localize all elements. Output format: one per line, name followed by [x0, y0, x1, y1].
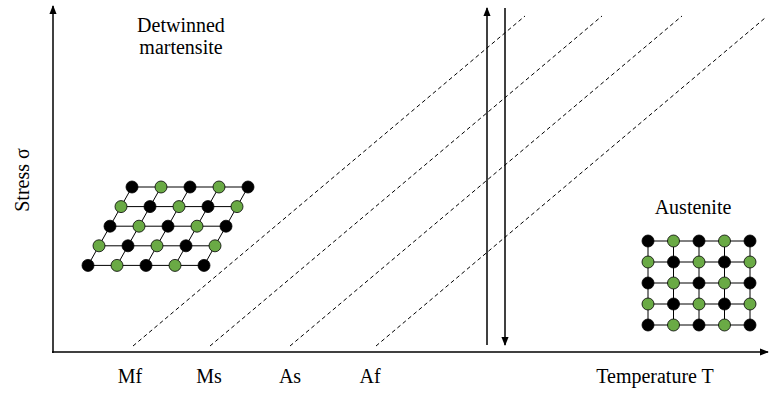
axis-label: Temperature T	[596, 365, 714, 387]
atom	[642, 256, 654, 268]
atom	[719, 235, 731, 247]
atom	[693, 277, 705, 289]
atom	[231, 201, 243, 213]
atom	[184, 181, 196, 193]
temperature-mark: Af	[359, 365, 380, 387]
mf-line	[133, 16, 525, 346]
atom	[213, 181, 225, 193]
transition-lines	[133, 16, 765, 346]
atom	[155, 181, 167, 193]
atom	[144, 201, 156, 213]
atom	[668, 277, 680, 289]
as-line	[290, 16, 682, 346]
atom	[719, 319, 731, 331]
atom	[642, 235, 654, 247]
atom	[668, 235, 680, 247]
atom	[111, 259, 123, 271]
atom	[693, 256, 705, 268]
atom	[191, 220, 203, 232]
atom	[744, 319, 756, 331]
atom	[744, 277, 756, 289]
atom	[104, 220, 116, 232]
atom	[133, 220, 145, 232]
temperature-mark: Ms	[196, 365, 222, 387]
unloading-arrow	[504, 8, 506, 345]
atom	[719, 298, 731, 310]
atom	[209, 240, 221, 252]
atom	[719, 256, 731, 268]
lattice-bond	[175, 187, 219, 265]
lattice-bond	[146, 187, 190, 265]
atom	[242, 181, 254, 193]
atom	[202, 201, 214, 213]
temperature-axis	[52, 351, 768, 353]
atom	[668, 319, 680, 331]
atom	[693, 235, 705, 247]
temperature-mark: As	[279, 365, 301, 387]
atom	[198, 259, 210, 271]
atom	[162, 220, 174, 232]
atom	[126, 181, 138, 193]
atom	[744, 256, 756, 268]
atom	[719, 277, 731, 289]
atom	[122, 240, 134, 252]
lattice-bond	[204, 187, 248, 265]
atom	[151, 240, 163, 252]
atom	[744, 298, 756, 310]
temperature-mark: Mf	[118, 365, 142, 387]
ms-line	[210, 16, 602, 346]
atom	[180, 240, 192, 252]
atom	[140, 259, 152, 271]
stress-axis	[52, 6, 54, 353]
atom	[642, 298, 654, 310]
atom	[668, 298, 680, 310]
austenite-lattice	[642, 235, 756, 331]
atom	[693, 319, 705, 331]
axis-label: Stress σ	[11, 148, 33, 212]
af-line	[376, 18, 765, 346]
atom	[668, 256, 680, 268]
atom	[82, 259, 94, 271]
martensite-lattice	[82, 181, 254, 271]
loading-arrow	[486, 8, 488, 345]
atom	[220, 220, 232, 232]
phase-label: Austenite	[655, 196, 732, 218]
atom	[642, 319, 654, 331]
atom	[693, 298, 705, 310]
atom	[744, 235, 756, 247]
atom	[173, 201, 185, 213]
atom	[642, 277, 654, 289]
atom	[93, 240, 105, 252]
atom	[169, 259, 181, 271]
atom	[115, 201, 127, 213]
phase-label: Detwinned martensite	[116, 14, 246, 58]
